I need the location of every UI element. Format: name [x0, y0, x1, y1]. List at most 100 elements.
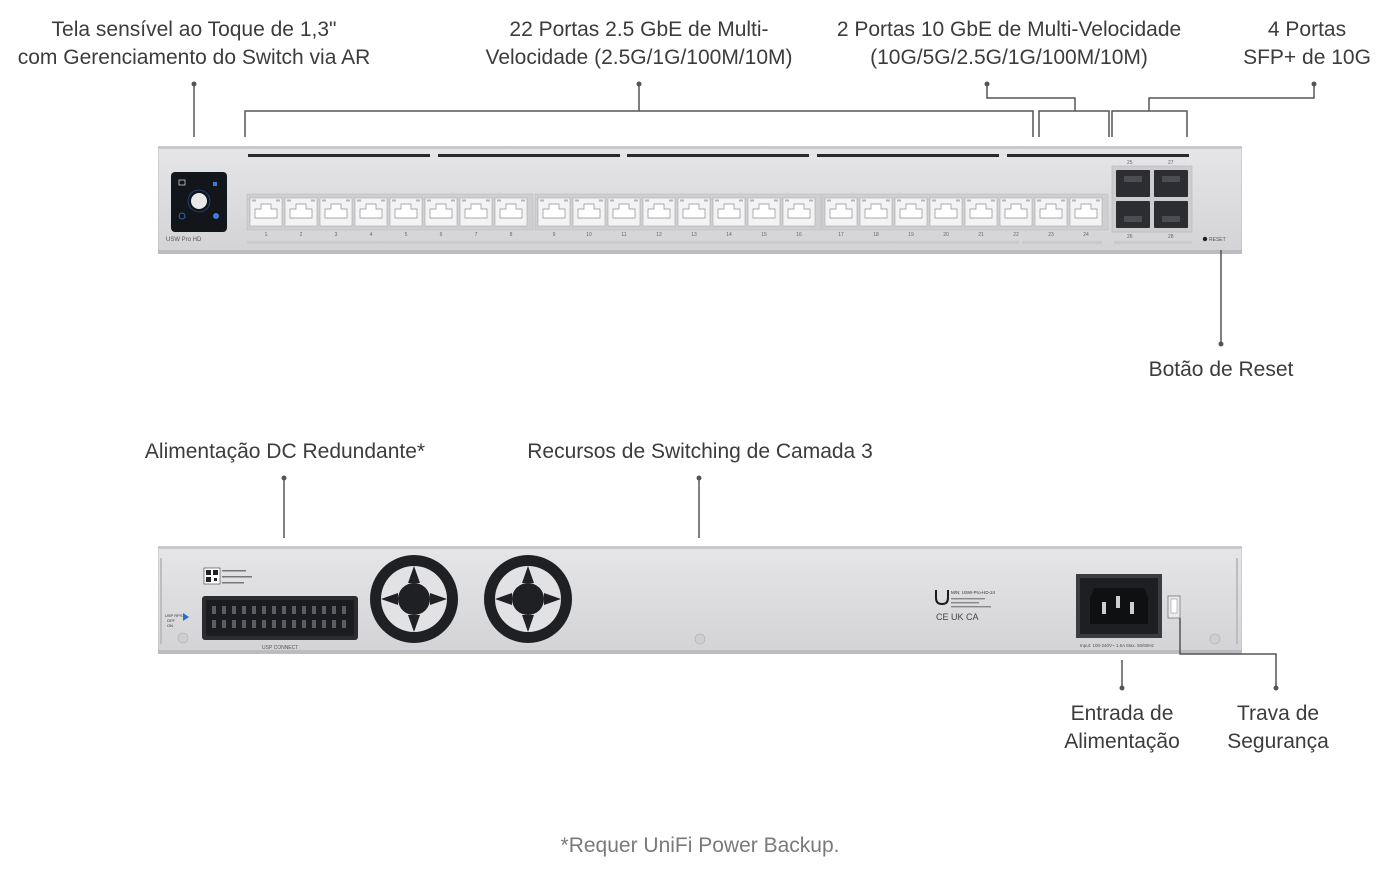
sfp-ports-label: 4 Portas SFP+ de 10G [1234, 16, 1380, 72]
rj45-port-21[interactable] [964, 197, 998, 227]
rj45-port-2[interactable] [284, 197, 318, 227]
screw-icon [694, 633, 706, 645]
port-number-15: 15 [761, 232, 767, 238]
rj45-port-4[interactable] [354, 197, 388, 227]
rj45-port-20[interactable] [929, 197, 963, 227]
port-number-19: 19 [908, 232, 914, 238]
security-lock-callout-line [1179, 618, 1277, 688]
port-number-1: 1 [265, 232, 268, 238]
switch-rear-panel: USP RPS OFF ON USP CONNECT M/N: USW-Pro-… [158, 546, 1242, 654]
reset-button[interactable] [1202, 236, 1208, 242]
dc-pin [222, 606, 226, 614]
port-number-12: 12 [656, 232, 662, 238]
dc-pin [262, 620, 266, 628]
dc-pin [272, 606, 276, 614]
dc-pin [222, 620, 226, 628]
power-input-label-line2: Alimentação [1064, 730, 1180, 753]
rj45-port-9[interactable] [537, 197, 571, 227]
status-light-bars [248, 154, 1189, 157]
screw-icon [177, 632, 189, 644]
led-label-on: ON [167, 623, 173, 628]
touchscreen-display[interactable] [171, 172, 227, 232]
rj45-ports [249, 197, 1103, 227]
dc-pin [242, 620, 246, 628]
port-number-4: 4 [370, 232, 373, 238]
dc-pin [252, 606, 256, 614]
dc-pin [332, 620, 336, 628]
fan-right [484, 555, 572, 643]
port-number-24: 24 [1083, 232, 1089, 238]
power-input-label: Entrada de Alimentação [1046, 700, 1198, 756]
dc-pin [302, 620, 306, 628]
rj45-port-22[interactable] [999, 197, 1033, 227]
ports-2-5g-label: 22 Portas 2.5 GbE de Multi- Velocidade (… [462, 16, 816, 72]
rj45-port-12[interactable] [642, 197, 676, 227]
port-number-20: 20 [943, 232, 949, 238]
rj45-port-10[interactable] [572, 197, 606, 227]
power-input-label-line1: Entrada de [1070, 702, 1174, 725]
rj45-port-18[interactable] [859, 197, 893, 227]
dc-pin [312, 620, 316, 628]
dc-pin [232, 620, 236, 628]
rj45-port-24[interactable] [1069, 197, 1103, 227]
rj45-port-5[interactable] [389, 197, 423, 227]
rj45-port-23[interactable] [1034, 197, 1068, 227]
dc-pin [242, 606, 246, 614]
reset-button-label: Botão de Reset [1148, 358, 1294, 381]
usp-connect-label: USP CONNECT [262, 645, 298, 651]
layer3-label: Recursos de Switching de Camada 3 [527, 440, 873, 463]
touchscreen-label: Tela sensível ao Toque de 1,3" com Geren… [0, 16, 388, 72]
rj45-port-6[interactable] [424, 197, 458, 227]
port-number-18: 18 [873, 232, 879, 238]
rj45-port-14[interactable] [712, 197, 746, 227]
port-number-11: 11 [621, 232, 626, 238]
ports-10g-label: 2 Portas 10 GbE de Multi-Velocidade (10G… [818, 16, 1200, 72]
port-number-7: 7 [475, 232, 478, 238]
security-lock-bracket[interactable] [1167, 595, 1181, 619]
rj45-port-16[interactable] [782, 197, 816, 227]
ports-2-5g-label-line2: Velocidade (2.5G/1G/100M/10M) [485, 46, 793, 69]
rj45-port-19[interactable] [894, 197, 928, 227]
port-number-5: 5 [405, 232, 408, 238]
touchscreen-label-line1: Tela sensível ao Toque de 1,3" [51, 18, 337, 41]
dc-pin [322, 606, 326, 614]
rj45-port-3[interactable] [319, 197, 353, 227]
dc-pin [322, 620, 326, 628]
sfp-num-28: 28 [1168, 234, 1174, 240]
security-lock-label-line1: Trava de [1236, 702, 1320, 725]
rj45-port-7[interactable] [459, 197, 493, 227]
qr-code-sticker [203, 567, 252, 585]
power-rating-label: Input: 100-240V~ 1.5A Max. 50/60Hz [1080, 643, 1155, 648]
led-label-off: OFF [167, 618, 176, 623]
sfp-num-25: 25 [1127, 160, 1133, 166]
model-label: USW Pro HD [166, 237, 202, 243]
port-number-21: 21 [978, 232, 984, 238]
rj45-port-1[interactable] [249, 197, 283, 227]
dc-pin [282, 606, 286, 614]
ports-10g-bracket [986, 84, 1110, 137]
port-number-6: 6 [440, 232, 443, 238]
sfp-ports-bracket [1111, 84, 1315, 137]
port-number-3: 3 [335, 232, 338, 238]
dc-power-label: Alimentação DC Redundante* [144, 440, 426, 463]
dc-pin [212, 620, 216, 628]
dc-pin [232, 606, 236, 614]
ac-power-inlet[interactable] [1076, 574, 1162, 638]
rear-model-label: M/N: USW-Pro-HD-24 [951, 590, 996, 595]
dc-pin [212, 606, 216, 614]
rj45-port-8[interactable] [494, 197, 528, 227]
port-number-22: 22 [1013, 232, 1019, 238]
rj45-port-15[interactable] [747, 197, 781, 227]
dc-pin [282, 620, 286, 628]
rj45-port-17[interactable] [824, 197, 858, 227]
port-number-13: 13 [691, 232, 697, 238]
port-number-2: 2 [300, 232, 303, 238]
fan-left [370, 555, 458, 643]
rj45-port-13[interactable] [677, 197, 711, 227]
rj45-port-11[interactable] [607, 197, 641, 227]
security-lock-label-line2: Segurança [1227, 730, 1329, 753]
port-number-8: 8 [510, 232, 513, 238]
dc-pin [342, 606, 346, 614]
